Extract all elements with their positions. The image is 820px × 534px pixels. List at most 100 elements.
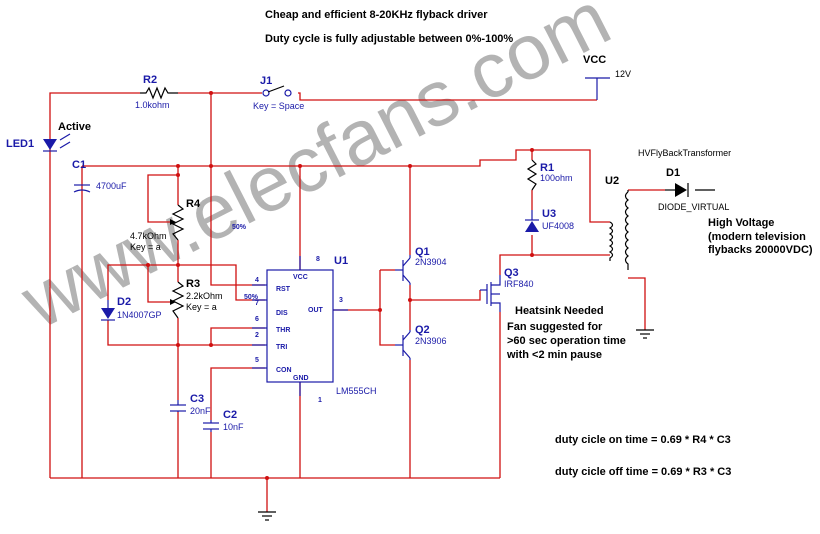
schematic-label: 6 [255, 316, 259, 323]
schematic-line [675, 183, 687, 197]
schematic-label: 8 [316, 256, 320, 263]
schematic-line [210, 93, 265, 286]
schematic-line [402, 274, 411, 284]
potentiometer-r4[interactable]: R4 4.7kOhm Key = a 50% [130, 198, 247, 252]
schematic-line [209, 164, 213, 168]
q3-ref: Q3 [504, 267, 519, 279]
schematic-label: DIS [276, 310, 288, 317]
potentiometer-r3[interactable]: R3 2.2kOhm Key = a 50% [170, 278, 259, 319]
formula-off-time: duty cicle off time = 0.69 * R3 * C3 [555, 466, 731, 478]
schematic-line [43, 139, 57, 150]
schematic-line [378, 308, 382, 312]
note-high-voltage: High Voltage [708, 217, 774, 229]
r2-value: 1.0kohm [135, 100, 170, 110]
schematic-line [379, 270, 395, 346]
schematic-line [176, 173, 180, 177]
u1-ref: U1 [334, 255, 348, 267]
q1-value: 2N3904 [415, 257, 447, 267]
schematic-line [267, 85, 285, 93]
schematic-line [525, 221, 539, 232]
schematic-line [176, 263, 180, 267]
schematic-line [265, 476, 269, 480]
schematic-label: 5 [255, 357, 259, 364]
capacitor-c3: C3 20nF [170, 393, 211, 416]
c3-value: 20nF [190, 406, 211, 416]
schematic-line [608, 221, 614, 261]
schematic-label: 2 [255, 332, 259, 339]
schematic-line [628, 277, 646, 330]
d1-value: DIODE_VIRTUAL [658, 202, 729, 212]
schematic-line [176, 343, 180, 347]
j1-key: Key = Space [253, 101, 304, 111]
q1-ref: Q1 [415, 246, 430, 258]
diode-u3: U3 UF4008 [525, 208, 574, 232]
d2-value: 1N4007GP [117, 310, 162, 320]
schematic-line [140, 86, 178, 100]
schematic-line [107, 320, 265, 346]
u1-value: LM555CH [336, 386, 377, 396]
u3-value: UF4008 [542, 221, 574, 231]
c3-ref: C3 [190, 393, 204, 405]
schematic-line [171, 281, 185, 319]
schematic-line [49, 92, 140, 478]
schematic-line [530, 148, 534, 152]
ic-u1-lm555: U1 LM555CH VCC RST DIS THR TRI CON GND O… [252, 255, 377, 404]
schematic-line [209, 343, 213, 347]
schematic-line [298, 164, 302, 168]
schematic-label: 3 [339, 297, 343, 304]
schematic-line [262, 89, 270, 97]
schematic-line [73, 189, 91, 193]
d1-ref: D1 [666, 167, 680, 179]
schematic-line [82, 149, 610, 223]
capacitor-c2: C2 10nF [203, 409, 244, 432]
schematic-line [284, 89, 292, 97]
q2-ref: Q2 [415, 324, 430, 336]
ground-icon [258, 511, 276, 521]
capacitor-c1: C1 4700uF [72, 159, 127, 193]
diode-d2: D2 1N4007GP [101, 296, 162, 321]
schematic-line [59, 133, 71, 141]
schematic-label: 7 [255, 300, 259, 307]
watermark: www.elecfans.com [7, 0, 623, 346]
led1-label: Active [58, 121, 91, 133]
vcc-value: 12V [615, 69, 631, 79]
schematic-line [147, 265, 170, 303]
schematic-line [210, 367, 265, 420]
title: Cheap and efficient 8-20KHz flyback driv… [265, 9, 488, 21]
schematic-line [408, 298, 412, 302]
schematic-line [171, 204, 185, 241]
r2-ref: R2 [143, 74, 157, 86]
d2-ref: D2 [117, 296, 131, 308]
led1-ref: LED1 [6, 138, 34, 150]
schematic-label: RST [276, 286, 291, 293]
schematic-line [530, 253, 534, 257]
schematic-label: TRI [276, 344, 287, 351]
schematic-line [526, 159, 538, 191]
note-high-voltage-3: flybacks 20000VDC) [708, 244, 813, 256]
j1-ref: J1 [260, 75, 272, 87]
c2-ref: C2 [223, 409, 237, 421]
schematic-line [499, 254, 610, 275]
r3-value: 2.2kOhm [186, 291, 223, 301]
r3-ref: R3 [186, 278, 200, 290]
note-fan: Fan suggested for [507, 321, 603, 333]
schematic-line [59, 141, 71, 149]
schematic-line [209, 91, 213, 95]
schematic-label: 1 [318, 397, 322, 404]
schematic-line [402, 331, 411, 341]
schematic-label: OUT [308, 307, 324, 314]
r1-ref: R1 [540, 162, 554, 174]
c1-ref: C1 [72, 159, 86, 171]
schematic-line [410, 290, 481, 301]
schematic-line [402, 257, 411, 267]
schematic-label: 4 [255, 277, 259, 284]
resistor-r1: R1 100ohm [526, 159, 573, 191]
schematic-line [408, 164, 412, 168]
schematic-line [298, 92, 597, 101]
switch-j1[interactable]: J1 Key = Space [253, 75, 304, 111]
c1-value: 4700uF [96, 181, 127, 191]
schematic-line [101, 308, 115, 319]
note-heatsink: Heatsink Needed [515, 305, 604, 317]
c2-value: 10nF [223, 422, 244, 432]
